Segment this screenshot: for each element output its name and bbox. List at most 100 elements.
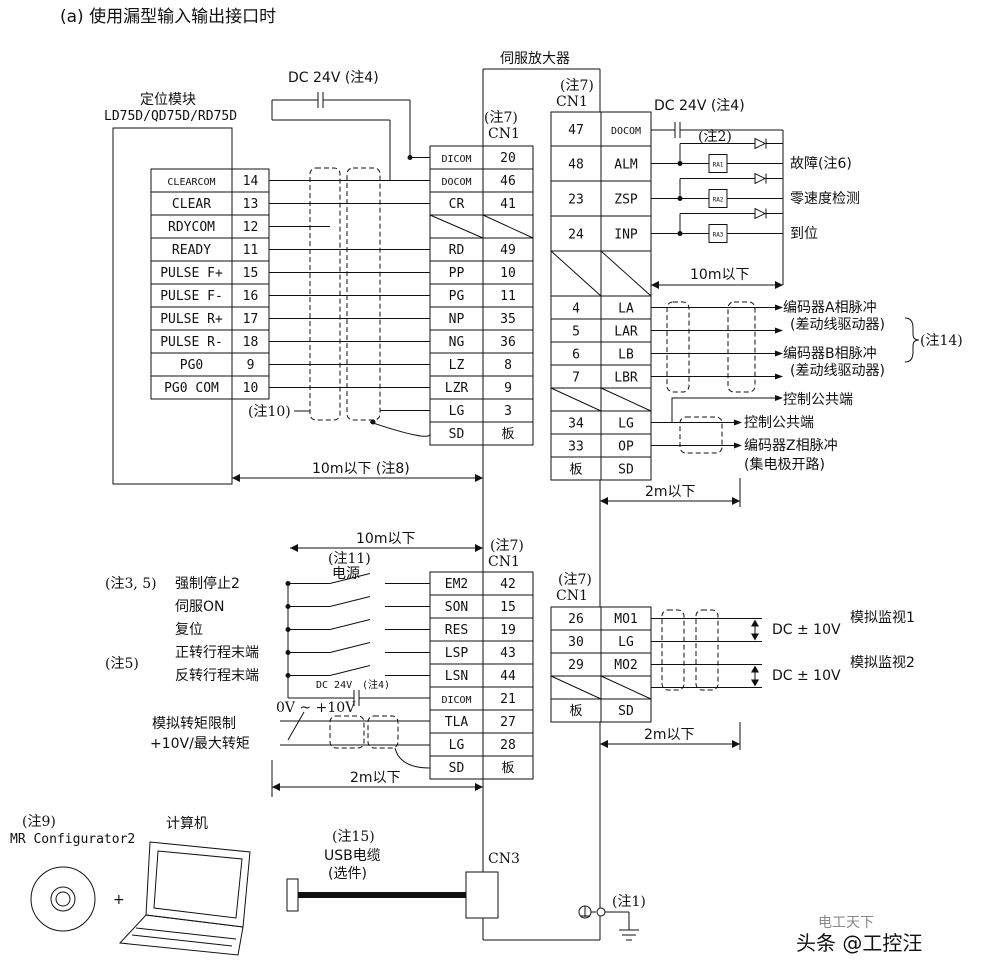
monitor-dist-2m: 2m以下: [644, 727, 695, 743]
cn1-signal: LG: [449, 404, 465, 419]
output-zero-speed: 零速度检测: [790, 191, 860, 207]
cn1-input-label: CN1: [488, 554, 520, 570]
cn1-signal: SD: [449, 427, 465, 442]
dc-range-2: DC ± 10V: [772, 668, 841, 684]
cn1-signal: CR: [449, 197, 465, 212]
input-pin: 板: [501, 761, 514, 776]
note35: (注3, 5): [105, 576, 157, 592]
cn1-signal: PG: [449, 289, 465, 304]
note1: (注1): [612, 894, 646, 910]
cn1-signal: DICOM: [441, 154, 471, 165]
watermark: 头条 @工控汪: [796, 931, 922, 955]
note11: (注11): [328, 551, 371, 567]
cn1-signal: PP: [449, 266, 465, 281]
shield-left-a: [309, 167, 341, 421]
module-pin-number: 10: [243, 381, 259, 396]
relay-label: RA3: [713, 232, 724, 239]
note10: (注10): [248, 404, 291, 420]
module-signal-name: PULSE R-: [160, 335, 223, 350]
output-fault: 故障(注6): [790, 156, 852, 172]
cn1-pin: 36: [500, 335, 516, 350]
cn1-pin: 5: [572, 325, 580, 340]
dist-10m-right: 10m以下: [690, 267, 749, 283]
module-pin-number: 15: [243, 266, 259, 281]
module-signal-name: CLEAR: [172, 197, 211, 212]
cn1-pin: 7: [572, 371, 580, 386]
software-label: MR Configurator2: [10, 832, 135, 847]
cn1-pin: 20: [500, 151, 516, 166]
cn1-signal: RD: [449, 243, 465, 258]
cn1-pin: 49: [500, 243, 516, 258]
cn3-label: CN3: [488, 851, 520, 867]
dc-range-1: DC ± 10V: [772, 622, 841, 638]
module-signal-name: PULSE F-: [160, 289, 223, 304]
input-signal: LG: [449, 738, 465, 753]
note5: (注5): [105, 656, 139, 672]
cn1-signal: LA: [618, 302, 634, 317]
note-dc24v-input: DC 24V: [316, 680, 352, 691]
laptop-icon: [118, 841, 251, 956]
input-pin: 15: [500, 600, 516, 615]
module-pin-number: 17: [243, 312, 259, 327]
module-signal-name: PG0: [180, 358, 203, 373]
cn1-signal: LB: [618, 348, 634, 363]
cn1-signal: LG: [618, 417, 634, 432]
usb-cable-label: USB电缆: [324, 848, 381, 864]
note14: (注14): [920, 333, 963, 349]
input-signal: DICOM: [441, 695, 471, 706]
ground-icon: [578, 905, 639, 941]
relay-label: RA1: [713, 162, 724, 169]
cn1-signal: LBR: [614, 371, 638, 386]
module-signal-name: RDYCOM: [168, 220, 215, 235]
monitor-2-label: 模拟监视2: [850, 655, 915, 671]
enc-z-sub: (集电极开路): [744, 456, 825, 473]
cn1-pin: 41: [500, 197, 516, 212]
cn1-pin: 8: [504, 358, 512, 373]
cn1-pin: 9: [504, 381, 512, 396]
module-pin-number: 12: [243, 220, 259, 235]
watermark-top: 电工天下: [818, 915, 874, 931]
module-signal-name: READY: [172, 243, 211, 258]
analog-range: 0V ~ +10V: [276, 700, 356, 716]
input-signal: LSP: [445, 646, 469, 661]
cn1-pin: 47: [568, 123, 584, 138]
input-dist-2m: 2m以下: [350, 770, 401, 786]
input-label: 复位: [175, 621, 203, 638]
relay-label: RA2: [713, 197, 724, 204]
cn1-pin: 46: [500, 174, 516, 189]
input-pin: 19: [500, 623, 516, 638]
monitor-pin: 30: [568, 635, 584, 650]
servo-amp-label: 伺服放大器: [500, 51, 570, 67]
cn1-pin: 35: [500, 312, 516, 327]
cn1-signal: ZSP: [614, 193, 638, 208]
cn1-signal: DOCOM: [441, 177, 471, 188]
cn1-signal: NP: [449, 312, 465, 327]
cn1-pin: 板: [569, 463, 582, 478]
ctrl-common-1: 控制公共端: [783, 392, 853, 408]
input-pin: 27: [500, 715, 516, 730]
cn1-signal: ALM: [614, 158, 638, 173]
torque-limit-label1: 模拟转矩限制: [152, 716, 236, 732]
note7-cn1-right: (注7): [560, 78, 594, 94]
module-signal-name: CLEARCOM: [167, 177, 215, 188]
cn1-pin: 4: [572, 302, 580, 317]
cn1-signal: NG: [449, 335, 465, 350]
cn1-pin: 板: [501, 427, 514, 442]
note2: (注2): [698, 129, 732, 145]
module-signal-name: PULSE R+: [160, 312, 223, 327]
monitor-signal: MO2: [614, 658, 637, 673]
monitor-1-label: 模拟监视1: [850, 610, 915, 626]
input-pin: 21: [500, 692, 516, 707]
dist-2m-right: 2m以下: [645, 484, 696, 500]
enc-a-sub: (差动线驱动器): [790, 317, 885, 333]
note7-input: (注7): [490, 538, 524, 554]
input-pin: 42: [500, 577, 516, 592]
positioning-module-models: LD75D/QD75D/RD75D: [104, 109, 237, 124]
input-signal: RES: [445, 623, 468, 638]
module-pin-number: 11: [243, 243, 259, 258]
input-label: 反转行程末端: [175, 668, 259, 684]
